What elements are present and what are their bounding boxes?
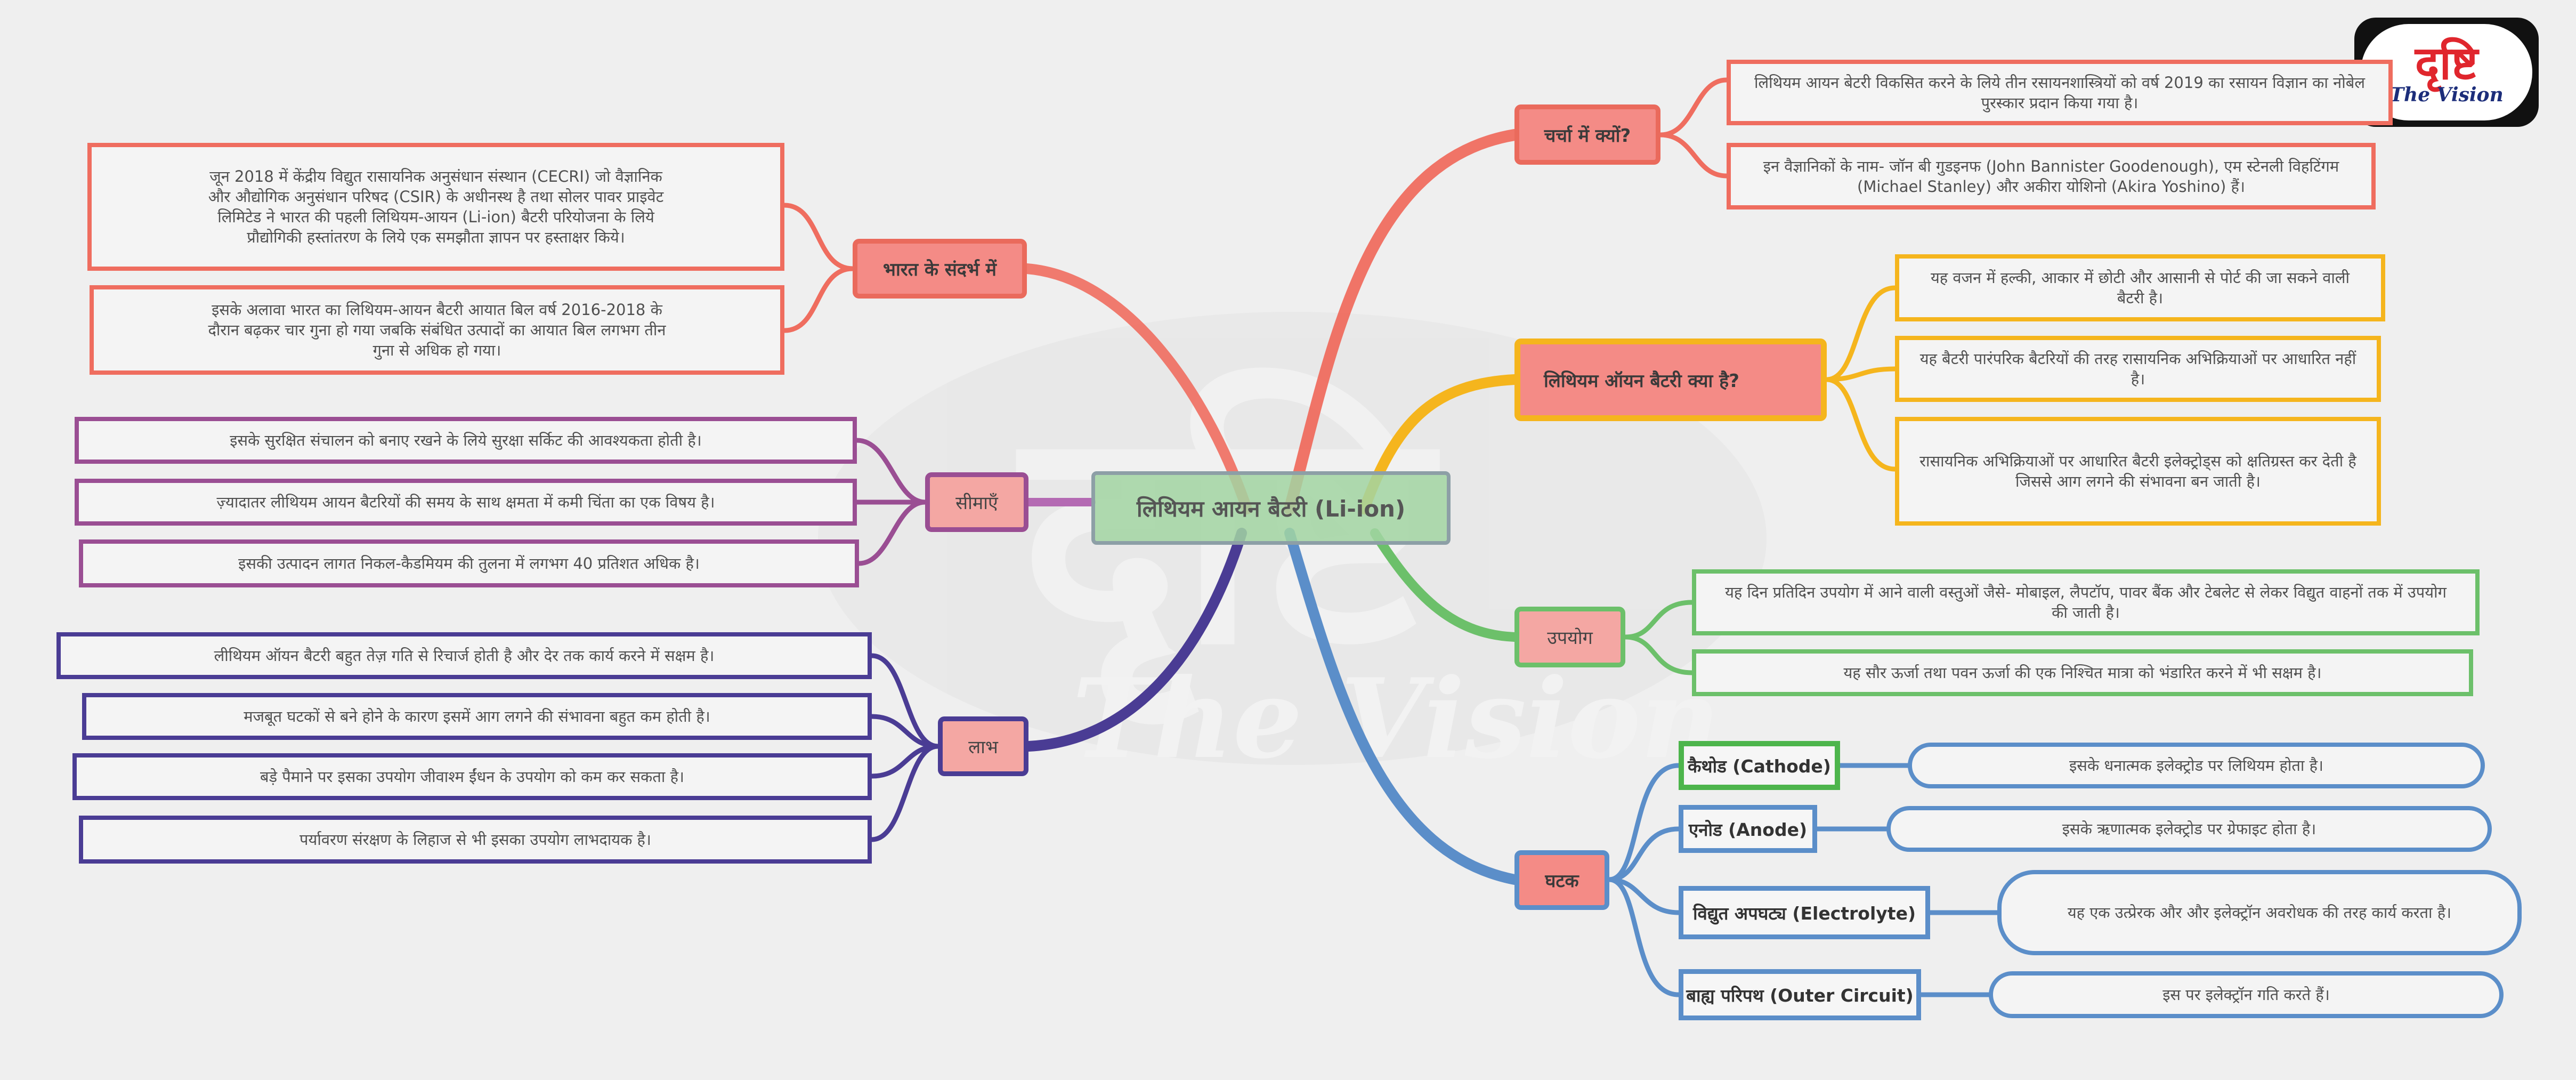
branch-label: लिथियम ऑयन बैटरी क्या है? bbox=[1544, 370, 1739, 392]
benefits-item-2: मजबूत घटकों से बने होने के कारण इसमें आग… bbox=[82, 693, 872, 740]
what-is-item-3: रासायनिक अभिक्रियाओं पर आधारित बैटरी इले… bbox=[1895, 417, 2381, 526]
branch-node-india-context: भारत के संदर्भ में bbox=[853, 239, 1027, 299]
branch-label: सीमाएँ bbox=[955, 493, 998, 514]
limitations-item-1: इसके सुरक्षित संचालन को बनाए रखने के लिय… bbox=[75, 417, 857, 464]
what-is-item-1: यह वजन में हल्की, आकार में छोटी और आसानी… bbox=[1895, 254, 2385, 321]
branch-uses bbox=[1370, 528, 1519, 642]
logo-title: दृष्टि bbox=[2415, 36, 2478, 90]
component-outer-circuit: बाह्य परिपथ (Outer Circuit) bbox=[1679, 969, 1921, 1020]
limitations-item-2: ज़्यादातर लीथियम आयन बैटरियों की समय के … bbox=[75, 479, 857, 526]
branch-label: उपयोग bbox=[1547, 627, 1593, 649]
component-cathode-desc: इसके धनात्मक इलेक्ट्रोड पर लिथियम होता ह… bbox=[1908, 743, 2485, 788]
branch-components bbox=[1284, 528, 1520, 885]
component-anode: एनोड (Anode) bbox=[1679, 805, 1817, 853]
center-topic: लिथियम आयन बैटरी (Li-ion) bbox=[1091, 471, 1451, 545]
component-anode-desc: इसके ऋणात्मक इलेक्ट्रोड पर ग्रेफाइट होता… bbox=[1886, 806, 2492, 852]
branch-label: चर्चा में क्यों? bbox=[1544, 125, 1631, 147]
component-cathode: कैथोड (Cathode) bbox=[1679, 741, 1840, 790]
why-in-news-item-2: इन वैज्ञानिकों के नाम- जॉन बी गुडइनफ (Jo… bbox=[1727, 143, 2376, 209]
watermark-subtitle: The Vision bbox=[1072, 655, 1720, 783]
uses-item-2: यह सौर ऊर्जा तथा पवन ऊर्जा की एक निश्चित… bbox=[1692, 649, 2473, 696]
limitations-item-3: इसकी उत्पादन लागत निकल-कैडमियम की तुलना … bbox=[79, 539, 859, 587]
benefits-item-1: लीथियम ऑयन बैटरी बहुत तेज़ गति से रिचार्… bbox=[56, 632, 872, 679]
logo-subtitle: The Vision bbox=[2389, 83, 2504, 106]
branch-label: लाभ bbox=[968, 737, 998, 758]
what-is-item-2: यह बैटरी पारंपरिक बैटरियों की तरह रासायन… bbox=[1895, 336, 2381, 402]
benefits-item-3: बड़े पैमाने पर इसका उपयोग जीवाश्म ईंधन क… bbox=[72, 753, 872, 800]
center-topic-label: लिथियम आयन बैटरी (Li-ion) bbox=[1136, 495, 1406, 522]
india-context-item-2: इसके अलावा भारत का लिथियम-आयन बैटरी आयात… bbox=[90, 285, 784, 375]
component-outer-circuit-desc: इस पर इलेक्ट्रॉन गति करते हैं। bbox=[1989, 971, 2504, 1018]
component-electrolyte: विद्युत अपघट्य (Electrolyte) bbox=[1679, 886, 1930, 939]
component-electrolyte-desc: यह एक उत्प्रेरक और और इलेक्ट्रॉन अवरोधक … bbox=[1997, 870, 2522, 955]
branch-node-limitations: सीमाएँ bbox=[925, 472, 1028, 532]
branch-benefits bbox=[1023, 528, 1247, 752]
branch-india bbox=[1022, 263, 1252, 514]
why-in-news-item-1: लिथियम आयन बेटरी विकसित करने के लिये तीन… bbox=[1727, 60, 2393, 125]
branch-node-uses: उपयोग bbox=[1514, 607, 1625, 667]
branch-node-what-is: लिथियम ऑयन बैटरी क्या है? bbox=[1514, 338, 1827, 421]
uses-item-1: यह दिन प्रतिदिन उपयोग में आने वाली वस्तु… bbox=[1692, 569, 2480, 635]
branch-why-in-news bbox=[1284, 129, 1520, 515]
india-context-item-1: जून 2018 में केंद्रीय विद्युत रासायनिक अ… bbox=[87, 143, 784, 271]
watermark-script: दृष्टि bbox=[1016, 363, 1443, 728]
branch-label: घटक bbox=[1545, 871, 1579, 892]
branch-label: भारत के संदर्भ में bbox=[883, 259, 997, 280]
branch-node-components: घटक bbox=[1514, 850, 1609, 910]
branch-node-why-in-news: चर्चा में क्यों? bbox=[1514, 104, 1660, 165]
branch-node-benefits: लाभ bbox=[938, 716, 1028, 776]
benefits-item-4: पर्यावरण संरक्षण के लिहाज से भी इसका उपय… bbox=[79, 816, 872, 864]
